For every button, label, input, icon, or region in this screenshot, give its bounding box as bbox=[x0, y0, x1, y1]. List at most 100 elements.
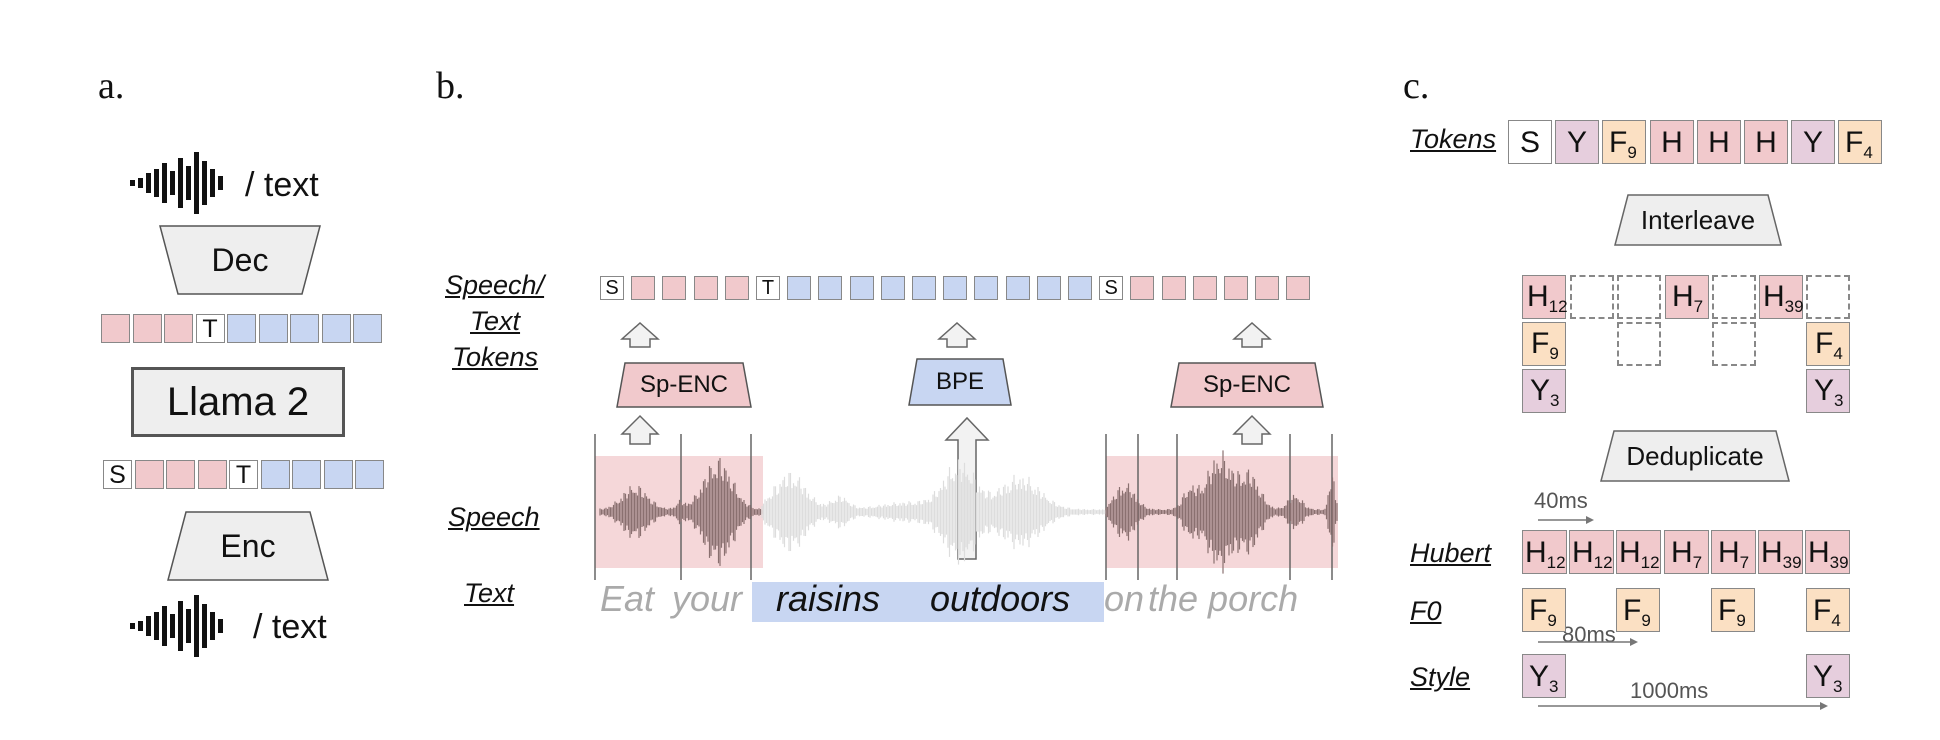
grid-letter: F4 bbox=[1815, 327, 1843, 363]
token-pink bbox=[631, 276, 656, 300]
sp-enc-right-label: Sp-ENC bbox=[1202, 371, 1292, 398]
token-t: T bbox=[756, 276, 780, 300]
arrow-up-icon bbox=[1232, 414, 1272, 445]
token-blue bbox=[323, 460, 353, 489]
unit-token-y: Y bbox=[1791, 120, 1835, 164]
grid-cell-empty bbox=[1712, 322, 1756, 366]
panel-c-label: c. bbox=[1403, 65, 1430, 107]
sp-enc-right-block: Sp-ENC bbox=[1170, 362, 1324, 408]
speech-waveform bbox=[594, 434, 1338, 580]
unit-token-y: Y bbox=[1555, 120, 1599, 164]
unit-token-letter: H39 bbox=[1761, 536, 1802, 572]
token-letter: S bbox=[1104, 277, 1118, 299]
grid-cell-y3: Y3 bbox=[1522, 369, 1566, 413]
token-blue bbox=[258, 314, 288, 343]
grid-letter: Y3 bbox=[1814, 374, 1844, 410]
token-blue bbox=[818, 276, 843, 300]
unit-token-letter: F9 bbox=[1609, 126, 1637, 162]
speech-row-label: Speech bbox=[448, 502, 540, 532]
token-blue bbox=[1036, 276, 1061, 300]
token-blue bbox=[227, 314, 256, 343]
token-blue bbox=[292, 460, 321, 489]
token-pink bbox=[134, 460, 164, 489]
token-pink bbox=[662, 276, 687, 300]
waveform-icon-top bbox=[130, 152, 223, 214]
token-pink bbox=[164, 314, 193, 343]
token-letter: T bbox=[761, 277, 775, 299]
unit-token-h12: H12 bbox=[1522, 530, 1567, 574]
arrow-right-icon bbox=[1630, 638, 1638, 646]
arrow-up-icon bbox=[937, 321, 977, 348]
token-letter: S bbox=[109, 461, 126, 489]
word-the-porch: the porch bbox=[1148, 578, 1299, 619]
interval-arrows-layer bbox=[1538, 516, 1828, 710]
token-letter: T bbox=[235, 461, 252, 489]
grid-cell-empty bbox=[1617, 322, 1661, 366]
token-blue bbox=[880, 276, 905, 300]
panel-a-label: a. bbox=[98, 65, 125, 107]
unit-token-s: S bbox=[1508, 120, 1552, 164]
grid-cell-h39: H39 bbox=[1759, 275, 1804, 319]
unit-token-f9: F9 bbox=[1711, 588, 1755, 632]
token-pink bbox=[693, 276, 718, 300]
interval-style: 1000ms bbox=[1630, 678, 1709, 703]
unit-token-letter: F9 bbox=[1718, 594, 1746, 630]
deduplicate-block: Deduplicate bbox=[1600, 430, 1790, 482]
token-blue bbox=[787, 276, 812, 300]
token-blue bbox=[355, 460, 384, 489]
grid-letter: Y3 bbox=[1530, 374, 1560, 410]
unit-token-h39: H39 bbox=[1758, 530, 1803, 574]
style-row-label: Style bbox=[1410, 662, 1471, 692]
grid-cell-empty bbox=[1806, 275, 1850, 319]
grid-cell-f9: F9 bbox=[1522, 322, 1566, 366]
unit-token-letter: F4 bbox=[1813, 594, 1841, 630]
interleave-block: Interleave bbox=[1614, 194, 1782, 246]
unit-token-f9: F9 bbox=[1616, 588, 1660, 632]
unit-token-f9: F9 bbox=[1522, 588, 1566, 632]
unit-token-letter: Y3 bbox=[1529, 660, 1559, 696]
token-pink bbox=[1192, 276, 1217, 300]
unit-token-letter: Y bbox=[1802, 126, 1823, 159]
bpe-label: BPE bbox=[935, 368, 985, 395]
encoder-label: Enc bbox=[220, 527, 276, 564]
word-outdoors: outdoors bbox=[930, 578, 1071, 619]
token-blue bbox=[321, 314, 351, 343]
unit-token-letter: H bbox=[1661, 126, 1683, 159]
grid-cell-f4: F4 bbox=[1806, 322, 1850, 366]
unit-token-letter: H bbox=[1755, 126, 1777, 159]
grid-cell-empty bbox=[1570, 275, 1614, 319]
interval-f0: 80ms bbox=[1562, 622, 1616, 647]
arrow-up-icon bbox=[620, 321, 660, 348]
token-pink bbox=[1286, 276, 1311, 300]
grid-cell-empty bbox=[1617, 275, 1661, 319]
word-raisins: raisins bbox=[776, 578, 881, 619]
waveform-icon-bottom bbox=[130, 595, 223, 657]
unit-token-h12: H12 bbox=[1616, 530, 1661, 574]
unit-token-letter: H bbox=[1708, 126, 1730, 159]
llama-model-block: Llama 2 bbox=[131, 367, 345, 437]
deduplicate-label: Deduplicate bbox=[1626, 440, 1764, 471]
tokens-label-line-3: Tokens bbox=[452, 342, 539, 372]
token-blue bbox=[353, 314, 382, 343]
token-pink bbox=[101, 314, 130, 343]
token-pink bbox=[1130, 276, 1155, 300]
token-blue bbox=[290, 314, 319, 343]
output-text-label: / text bbox=[245, 166, 319, 204]
panel-b-label: b. bbox=[436, 65, 465, 107]
unit-token-letter: F4 bbox=[1845, 126, 1873, 162]
unit-token-letter: H39 bbox=[1808, 536, 1849, 572]
token-pink bbox=[724, 276, 749, 300]
unit-token-h39: H39 bbox=[1805, 530, 1850, 574]
f0-row-label: F0 bbox=[1410, 596, 1442, 626]
grid-letter: H39 bbox=[1763, 280, 1804, 316]
unit-token-h: H bbox=[1697, 120, 1741, 164]
unit-token-f9: F9 bbox=[1602, 120, 1646, 164]
unit-token-letter: H7 bbox=[1718, 536, 1750, 572]
unit-token-h: H bbox=[1744, 120, 1788, 164]
token-blue bbox=[260, 460, 290, 489]
token-s: S bbox=[1099, 276, 1124, 300]
token-letter: S bbox=[605, 277, 619, 299]
decoder-block: Dec bbox=[158, 224, 322, 296]
arrow-right-icon bbox=[1820, 702, 1828, 710]
